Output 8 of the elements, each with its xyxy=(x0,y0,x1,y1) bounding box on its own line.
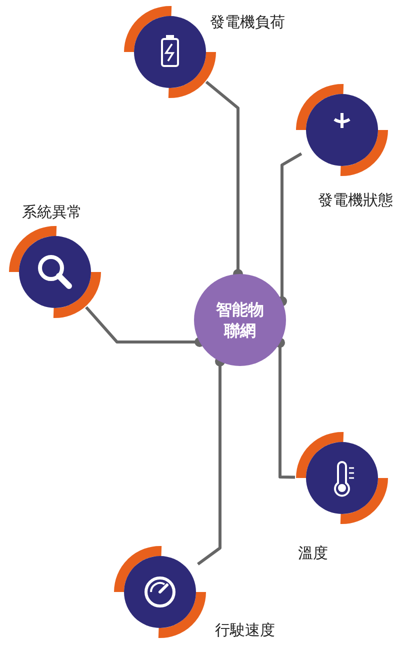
hub-circle: 智能物聯網 xyxy=(194,274,286,366)
node-label: 發電機負荷 xyxy=(210,12,285,32)
connector xyxy=(277,152,302,306)
node-label: 溫度 xyxy=(298,543,328,563)
node-label: 行駛速度 xyxy=(215,620,275,640)
node-label: 發電機狀態 xyxy=(318,190,393,210)
connector xyxy=(275,338,296,479)
node-label: 系統異常 xyxy=(22,202,82,222)
